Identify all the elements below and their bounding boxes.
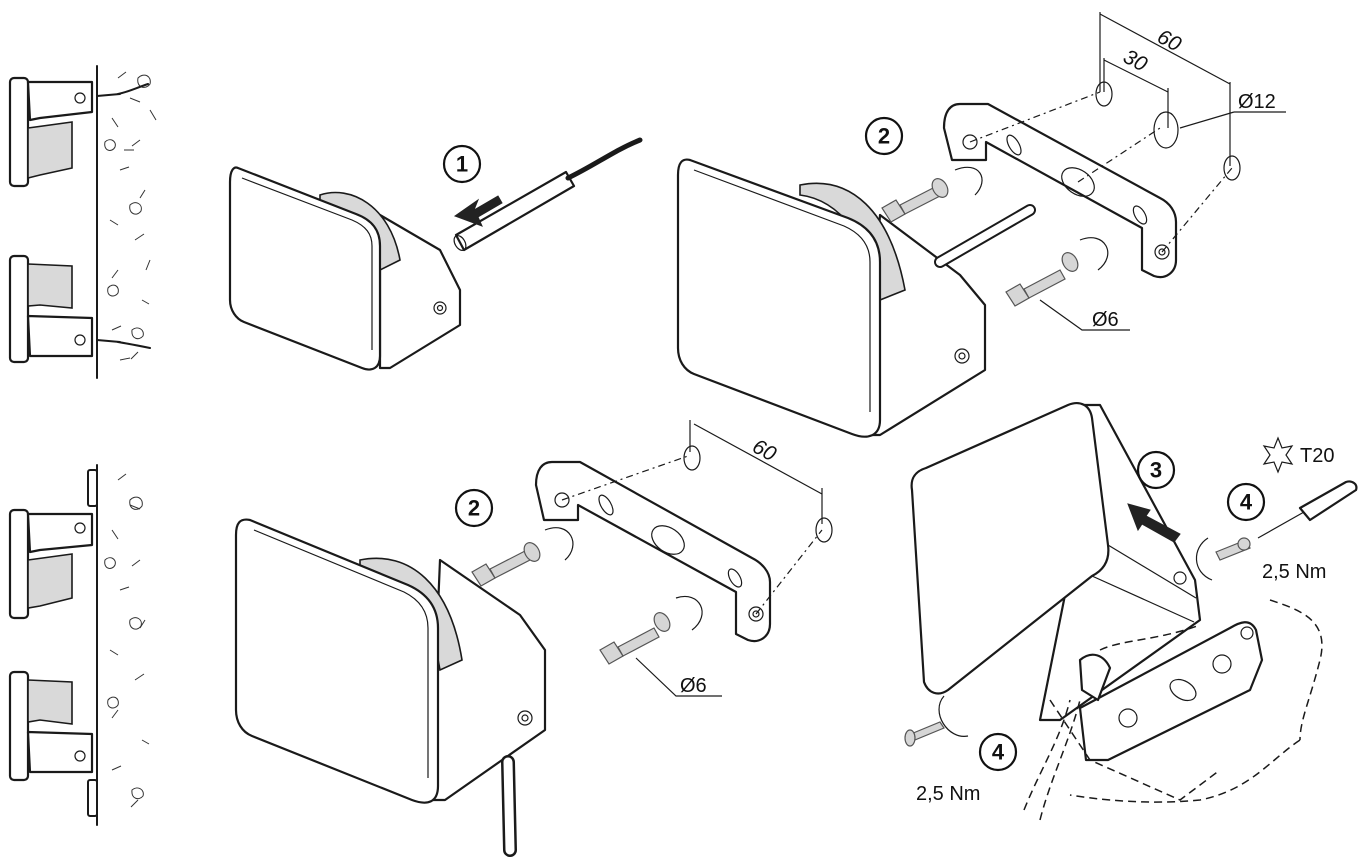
side-view-top-pair [8,65,157,379]
step4-right-badge: 4 [1226,482,1266,522]
dim-60-mid: 60 [748,435,780,466]
dim-screw-6-top: Ø6 [1092,309,1119,331]
step1-luminaire [228,137,643,371]
step4-bottom-badge: 4 [978,732,1018,772]
dim-screw-6-mid: Ø6 [680,675,707,697]
step2-mid-number: 2 [468,496,480,521]
step3-badge: 3 [1136,450,1176,490]
step2-top-assembly [676,12,1286,438]
step2-mid-badge: 2 [454,488,494,528]
step4-bottom-number: 4 [992,740,1005,765]
side-view-bottom-pair [8,464,150,826]
step3-number: 3 [1150,458,1162,483]
dim-hole-12: Ø12 [1238,91,1276,113]
step1-number: 1 [456,152,468,177]
step2-top-badge: 2 [864,116,904,156]
step3-assembly [904,401,1358,821]
torque-label-bottom: 2,5 Nm [916,783,980,805]
torque-label-right: 2,5 Nm [1262,561,1326,583]
dim-60-top: 60 [1153,25,1185,56]
tool-label-t20: T20 [1300,445,1334,467]
step4-right-number: 4 [1240,490,1253,515]
step2-top-number: 2 [878,124,890,149]
dim-30-top: 30 [1119,45,1151,76]
step2-mid-assembly [234,420,833,857]
step1-badge: 1 [442,144,482,184]
